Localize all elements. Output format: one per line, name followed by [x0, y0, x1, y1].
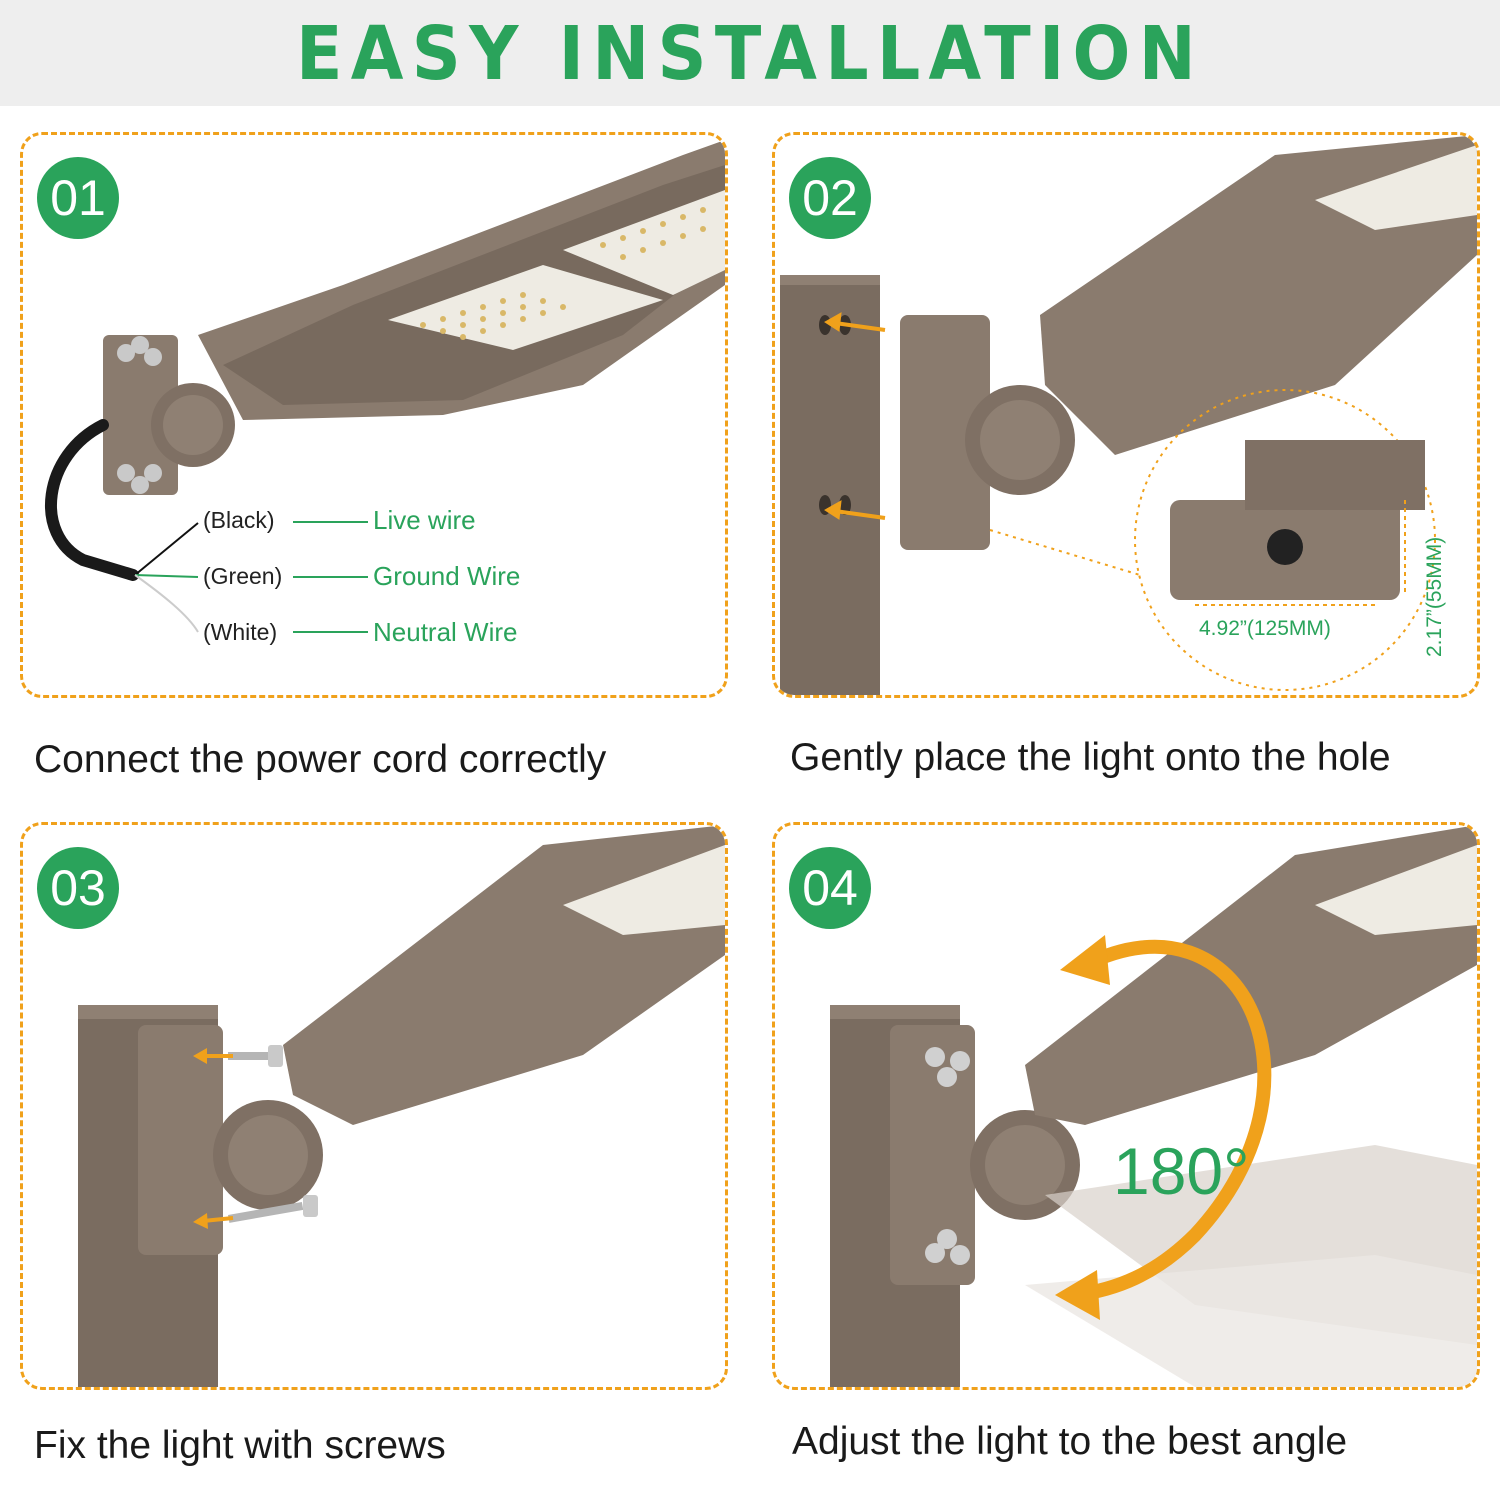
- step-4-badge: 04: [789, 847, 871, 929]
- step-3-caption: Fix the light with screws: [34, 1424, 446, 1467]
- step-3-panel: 03: [20, 822, 728, 1390]
- power-cable: [45, 419, 139, 581]
- detail-zoom-circle: [1134, 389, 1436, 691]
- step-1-panel: 01: [20, 132, 728, 698]
- rotate-arrow-icon: [1074, 939, 1272, 1302]
- neutral-wire-label: Neutral Wire: [373, 617, 518, 647]
- step-3-illustration: [78, 825, 725, 1387]
- screw-icon: [228, 1045, 318, 1223]
- insert-arrow-icon: [824, 312, 886, 520]
- page-title: EASY INSTALLATION: [296, 11, 1204, 97]
- step-2-caption: Gently place the light onto the hole: [790, 736, 1391, 779]
- mounting-bracket: [103, 335, 235, 495]
- step-4-caption: Adjust the light to the best angle: [792, 1420, 1348, 1463]
- pole: [780, 275, 880, 695]
- white-wire-label: (White): [203, 619, 278, 645]
- step-4-illustration: [830, 825, 1477, 1387]
- step-3-badge: 03: [37, 847, 119, 929]
- header-banner: EASY INSTALLATION: [0, 0, 1500, 106]
- rotation-label: 180°: [1113, 1134, 1250, 1208]
- step-1-illustration: [45, 140, 725, 633]
- width-dimension: 4.92”(125MM): [1199, 617, 1331, 640]
- step-4-panel: 04 180°: [772, 822, 1480, 1390]
- led-panel: [388, 190, 725, 350]
- step-1-badge: 01: [37, 157, 119, 239]
- live-wire-label: Live wire: [373, 505, 476, 535]
- step-1-caption: Connect the power cord correctly: [34, 738, 607, 781]
- green-wire-label: (Green): [203, 563, 283, 589]
- step-2-illustration: [780, 135, 1477, 695]
- step-2-panel: 02 4.92”(125MM) 2.17”(55MM): [772, 132, 1480, 698]
- step-2-badge: 02: [789, 157, 871, 239]
- ground-wire-label: Ground Wire: [373, 561, 521, 591]
- height-dimension: 2.17”(55MM): [1423, 536, 1446, 657]
- black-wire-label: (Black): [203, 507, 275, 533]
